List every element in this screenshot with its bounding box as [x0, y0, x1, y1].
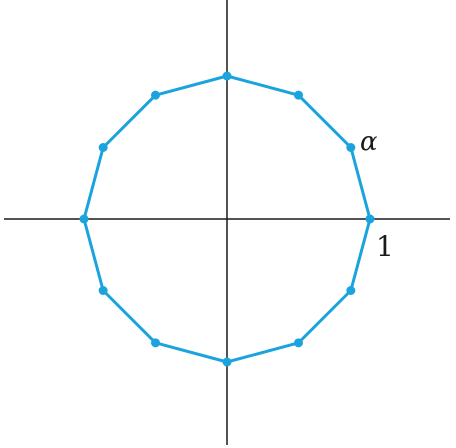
vertex-4: [151, 90, 160, 100]
vertex-8: [151, 338, 160, 348]
vertex-6: [79, 214, 89, 224]
vertex-5: [98, 143, 108, 152]
vertex-9: [222, 357, 232, 367]
vertex-11: [346, 286, 356, 295]
vertex-3: [222, 71, 232, 81]
vertex-2: [294, 90, 303, 100]
vertex-7: [98, 286, 108, 295]
alpha-label: α: [360, 127, 378, 157]
vertex-group: [79, 71, 375, 367]
vertex-0: [365, 214, 375, 224]
vertex-10: [294, 338, 303, 348]
vertex-1: [346, 143, 356, 152]
one-label: 1: [376, 230, 394, 263]
